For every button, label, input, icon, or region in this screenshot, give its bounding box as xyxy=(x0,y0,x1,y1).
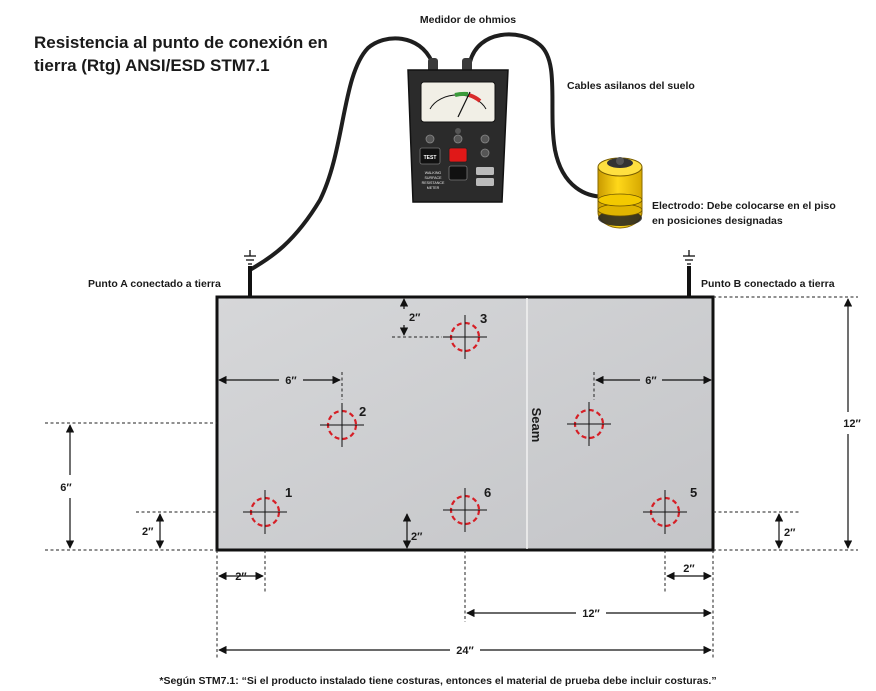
electrode-label-1: Electrodo: Debe colocarse en el piso xyxy=(652,200,836,212)
title-line-2: tierra (Rtg) ANSI/ESD STM7.1 xyxy=(34,56,270,75)
dim-bottom-right-2: 2″ xyxy=(683,563,695,575)
dim-width-24: 24″ xyxy=(456,645,474,657)
point-b-label: Punto B conectado a tierra xyxy=(701,278,835,290)
electrode xyxy=(597,157,643,229)
cables-label: Cables asilanos del suelo xyxy=(567,80,695,92)
test-point-seam xyxy=(567,402,611,446)
ground-point-b xyxy=(683,250,695,297)
dim-right-2: 2″ xyxy=(784,527,796,539)
dim-right-6: 6″ xyxy=(645,375,657,387)
dim-left-2: 2″ xyxy=(142,526,154,538)
dim-left-height-6: 6″ xyxy=(60,482,72,494)
meter-dial xyxy=(420,81,496,123)
meter-label: Medidor de ohmios xyxy=(420,14,516,26)
test-point-6 xyxy=(443,488,487,532)
test-point-1 xyxy=(243,490,287,534)
test-point-label-2: 2 xyxy=(359,404,366,419)
point-a-label: Punto A conectado a tierra xyxy=(88,278,221,290)
power-button xyxy=(448,147,468,163)
test-point-label-3: 3 xyxy=(480,311,487,326)
panel-text-1: WALKING xyxy=(425,171,442,175)
ground-point-a xyxy=(244,250,256,297)
test-point-2 xyxy=(320,403,364,447)
panel-text-3: RESISTANCE xyxy=(422,181,445,185)
dim-width-12: 12″ xyxy=(582,608,600,620)
dim-left-6: 6″ xyxy=(285,375,297,387)
dim-top-2: 2″ xyxy=(409,312,421,324)
seam-label: Seam xyxy=(529,408,544,443)
test-point-label-1: 1 xyxy=(285,485,292,500)
test-point-5 xyxy=(643,490,687,534)
dim-height-12: 12″ xyxy=(843,418,861,430)
test-button-label: TEST xyxy=(424,155,437,161)
meter-needle xyxy=(457,91,471,118)
dimension-arrows xyxy=(65,298,853,655)
electrode-label-2: en posiciones designadas xyxy=(652,215,783,227)
reference-lines xyxy=(45,296,858,660)
test-point-label-6: 6 xyxy=(484,485,491,500)
panel-text-4: METER xyxy=(427,186,440,190)
panel-text-2: SURFACE xyxy=(425,176,443,180)
test-point-label-5: 5 xyxy=(690,485,697,500)
ground-cables xyxy=(248,32,614,288)
footnote: *Según STM7.1: “Si el producto instalado… xyxy=(159,675,716,687)
dim-bottom-left-2: 2″ xyxy=(235,571,247,583)
ohm-meter: TEST WALKING SURFACE RESISTANCE METER xyxy=(407,58,509,203)
dim-mid-2: 2″ xyxy=(411,531,423,543)
test-button xyxy=(419,147,441,165)
title-line-1: Resistencia al punto de conexión en xyxy=(34,33,328,52)
test-point-3 xyxy=(443,315,487,359)
